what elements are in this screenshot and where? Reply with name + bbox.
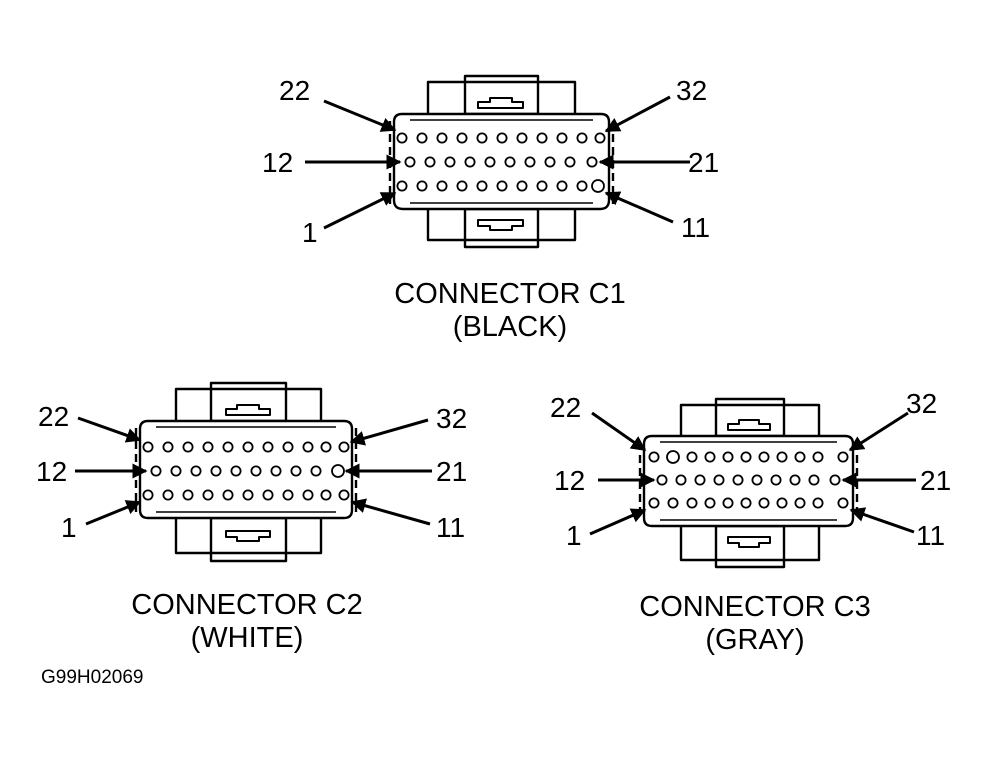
connector-c1-color: (BLACK) — [453, 311, 567, 343]
arrow-pin-11 — [849, 507, 915, 534]
pin-label-11: 11 — [681, 212, 710, 243]
pin-label-12: 12 — [554, 465, 585, 496]
figure-id: G99H02069 — [41, 667, 143, 688]
pin-label-11: 11 — [916, 520, 945, 551]
pin-label-32: 32 — [676, 75, 707, 106]
pin-label-22: 22 — [38, 401, 69, 432]
connector-c3: 22 12 1 32 21 11 CONNECTOR C3 (GRAY) — [550, 388, 951, 656]
connector-c3-pins — [648, 450, 849, 509]
pin-label-21: 21 — [688, 147, 719, 178]
pin-label-32: 32 — [436, 403, 467, 434]
arrow-pin-1 — [85, 500, 142, 526]
arrow-pin-11 — [350, 498, 431, 526]
connector-c2-arrows — [75, 416, 432, 526]
pin-label-22: 22 — [279, 75, 310, 106]
connector-c1-pins — [396, 132, 606, 193]
arrow-pin-1 — [589, 508, 647, 536]
arrow-pin-22 — [323, 99, 397, 132]
pin-label-12: 12 — [262, 147, 293, 178]
connector-c1-arrows — [305, 95, 690, 230]
connector-c1-body — [388, 74, 615, 249]
arrow-pin-32 — [848, 411, 909, 452]
pin-label-1: 1 — [61, 512, 77, 543]
connector-c3-body — [638, 397, 859, 569]
arrow-pin-22 — [591, 411, 647, 452]
arrow-pin-32 — [604, 95, 671, 133]
connector-c3-arrows — [589, 411, 916, 536]
arrow-pin-11 — [604, 191, 674, 224]
connector-c3-color: (GRAY) — [705, 624, 804, 656]
arrow-pin-1 — [323, 191, 397, 230]
connector-c1-title: CONNECTOR C1 — [394, 278, 626, 310]
pin-label-1: 1 — [566, 520, 582, 551]
connector-c2-title: CONNECTOR C2 — [131, 589, 363, 621]
pin-label-22: 22 — [550, 392, 581, 423]
pin-label-21: 21 — [920, 465, 951, 496]
arrow-pin-22 — [77, 416, 142, 443]
connector-c3-title: CONNECTOR C3 — [639, 591, 871, 623]
pin-label-1: 1 — [302, 217, 318, 248]
pin-label-11: 11 — [436, 512, 465, 543]
connector-c1: 22 12 1 32 21 11 CONNECTOR C1 (BLACK) — [262, 74, 719, 343]
pin-label-21: 21 — [436, 456, 467, 487]
connector-c2-color: (WHITE) — [191, 622, 304, 654]
pin-label-12: 12 — [36, 456, 67, 487]
connector-c2-body — [134, 381, 358, 563]
arrow-pin-32 — [349, 418, 429, 446]
connector-c2-pins — [142, 441, 350, 501]
pin-label-32: 32 — [906, 388, 937, 419]
connector-c2: 22 12 1 32 21 11 CONNECTOR C2 (WHITE) — [36, 381, 467, 654]
